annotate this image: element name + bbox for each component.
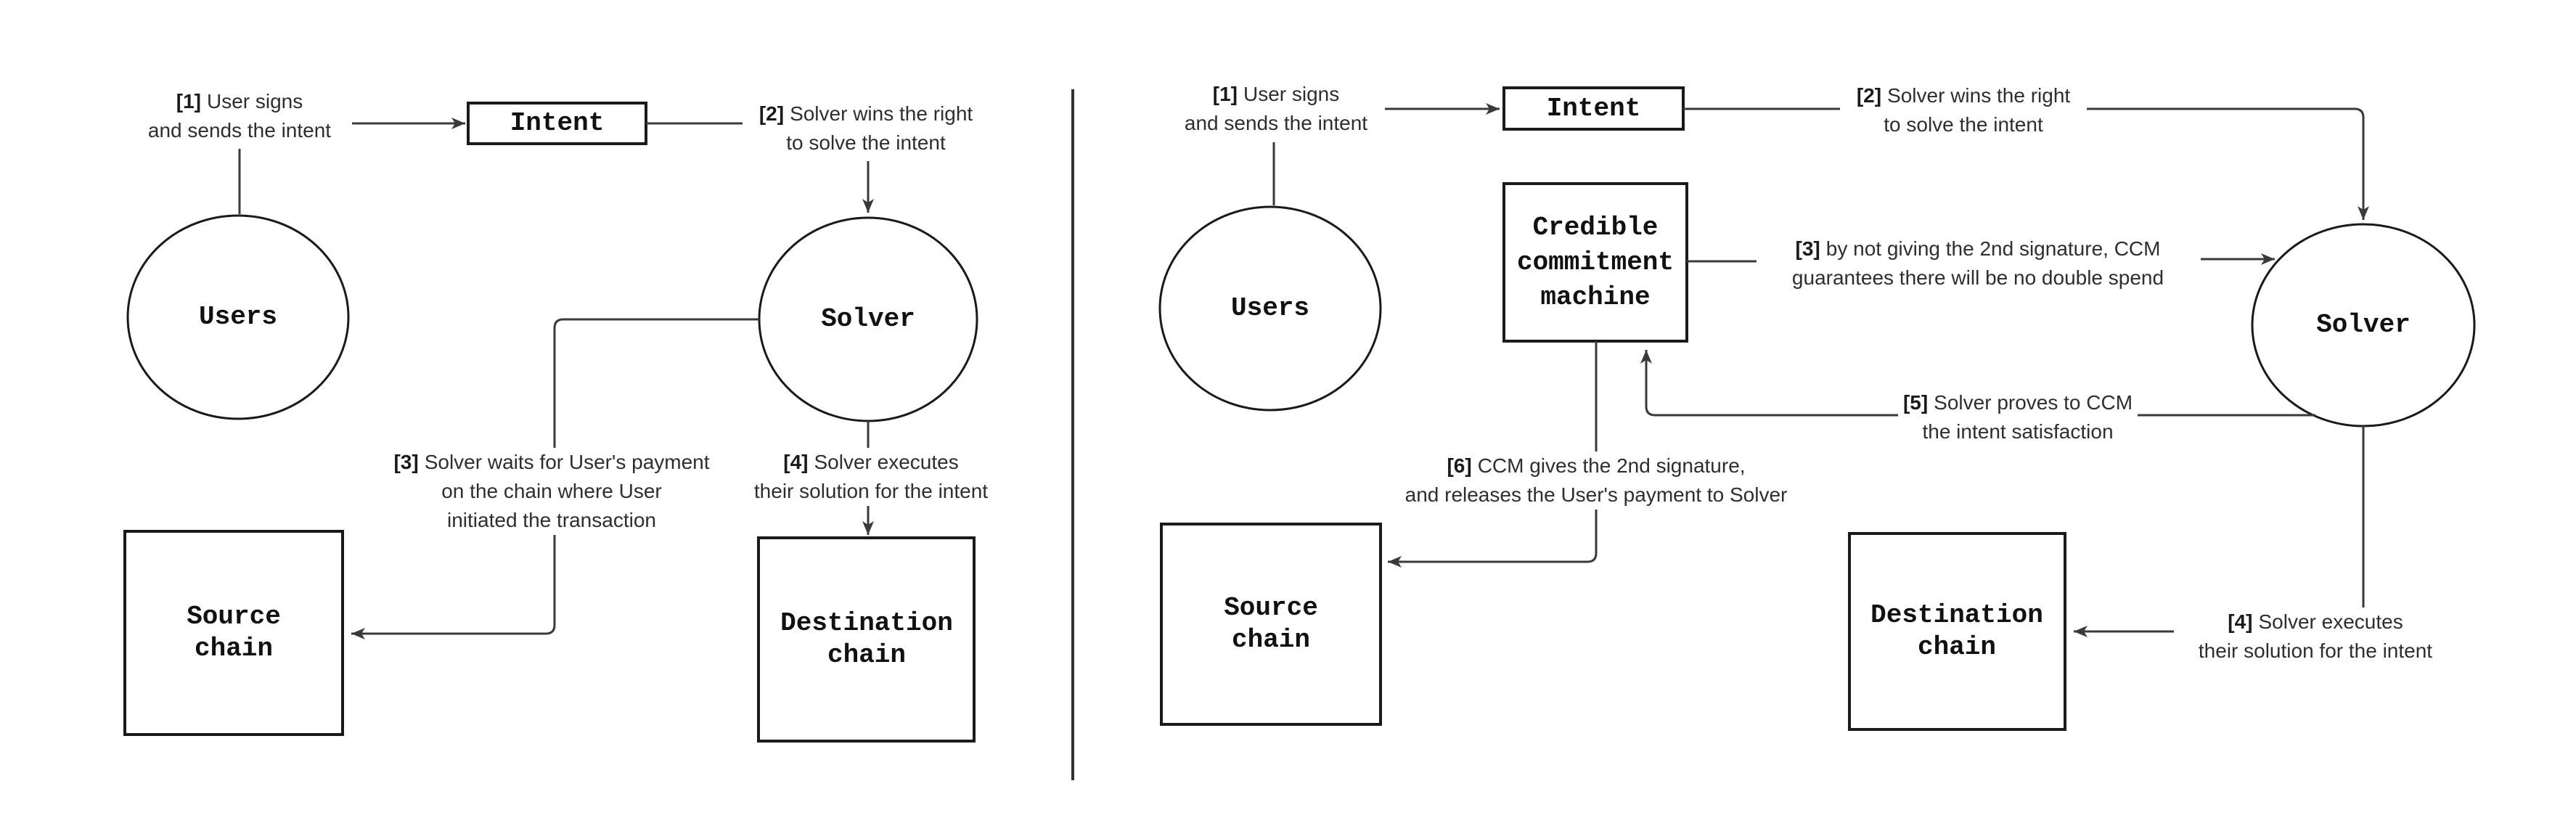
left-destination-chain-line1: Destination — [780, 608, 953, 638]
right-step3-line2: guarantees there will be no double spend — [1791, 266, 2164, 289]
right-step3-line1: [3]by not giving the 2nd signature, CCM — [1795, 237, 2161, 260]
left-source-chain-line2: chain — [194, 634, 274, 663]
left-step2-line1: [2]Solver wins the right — [759, 102, 973, 125]
left-intent-label: Intent — [510, 108, 605, 138]
right-ccm-line1: Credible — [1532, 213, 1659, 242]
left-users-label: Users — [198, 302, 278, 332]
left-source-chain-label: Source chain — [125, 601, 343, 665]
right-step5-label: [5]Solver proves to CCM the intent satis… — [1898, 388, 2138, 446]
left-step4-number: [4] — [783, 451, 809, 473]
right-users-circle — [1158, 205, 1382, 412]
right-destination-chain-box — [1848, 532, 2066, 731]
left-step1-line2: and sends the intent — [147, 119, 332, 142]
left-step2-line2: to solve the intent — [786, 131, 946, 154]
left-step3-line1: [3]Solver waits for User's payment — [393, 451, 710, 473]
right-destination-chain-line1: Destination — [1870, 600, 2043, 630]
right-destination-chain-line2: chain — [1917, 632, 1997, 662]
left-step2-label: [2]Solver wins the right to solve the in… — [743, 99, 989, 158]
right-step4-line2: their solution for the intent — [2198, 639, 2433, 662]
right-step2-label: [2]Solver wins the right to solve the in… — [1840, 81, 2087, 139]
left-solver-label: Solver — [821, 304, 915, 334]
right-step4-line1: [4]Solver executes — [2228, 610, 2403, 633]
right-ccm-line3: machine — [1540, 282, 1651, 312]
left-step2-number: [2] — [759, 102, 785, 125]
right-step6-label: [6]CCM gives the 2nd signature, and rele… — [1393, 451, 1799, 510]
left-step4-label: [4]Solver executes their solution for th… — [729, 448, 1013, 506]
right-step5-line1: [5]Solver proves to CCM — [1902, 391, 2133, 414]
right-step3-number: [3] — [1795, 237, 1820, 260]
right-step6-line1: [6]CCM gives the 2nd signature, — [1447, 454, 1746, 477]
right-arrow-solver-to-ccm-step5 — [1640, 350, 2315, 417]
left-intent-box — [467, 102, 647, 145]
right-arrow-ccm-to-source-chain-step6 — [1388, 341, 1598, 568]
left-users-circle — [126, 214, 350, 420]
right-step5-number: [5] — [1902, 391, 1929, 414]
right-solver-label: Solver — [2316, 310, 2411, 340]
left-destination-chain-box — [757, 536, 976, 743]
right-arrow-step2-to-solver — [2085, 107, 2369, 220]
right-source-chain-line1: Source — [1224, 593, 1318, 623]
left-step1-number: [1] — [176, 90, 201, 113]
right-step1-line2: and sends the intent — [1184, 112, 1368, 134]
right-step6-number: [6] — [1447, 454, 1472, 477]
right-ccm-box — [1502, 182, 1688, 343]
left-step4-line2: their solution for the intent — [753, 480, 989, 502]
left-step4-line1: [4]Solver executes — [783, 451, 959, 473]
right-source-chain-box — [1160, 523, 1382, 726]
right-step6-line2: and releases the User's payment to Solve… — [1404, 483, 1788, 506]
right-step1-line1: [1]User signs — [1212, 83, 1340, 105]
right-users-label: Users — [1230, 293, 1310, 323]
left-destination-chain-line2: chain — [827, 640, 907, 670]
right-intent-label: Intent — [1546, 93, 1641, 123]
right-step2-number: [2] — [1856, 84, 1882, 107]
right-step2-line1: [2]Solver wins the right — [1856, 84, 2071, 107]
left-destination-chain-label: Destination chain — [758, 608, 976, 671]
left-step1-line1: [1]User signs — [176, 90, 303, 113]
right-source-chain-line2: chain — [1231, 625, 1311, 655]
left-step1-label: [1]User signs and sends the intent — [131, 87, 348, 145]
right-step5-line2: the intent satisfaction — [1922, 420, 2114, 443]
left-step3-number: [3] — [393, 451, 419, 473]
right-step3-label: [3]by not giving the 2nd signature, CCM … — [1775, 234, 2181, 293]
right-destination-chain-label: Destination chain — [1848, 600, 2066, 663]
left-source-chain-line1: Source — [187, 602, 281, 631]
right-step1-number: [1] — [1212, 83, 1238, 105]
left-step3-label: [3]Solver waits for User's payment on th… — [377, 448, 726, 535]
right-step1-label: [1]User signs and sends the intent — [1167, 80, 1385, 138]
right-ccm-line2: commitment — [1516, 248, 1675, 277]
right-ccm-label: Credible commitment machine — [1504, 210, 1687, 315]
right-source-chain-label: Source chain — [1162, 592, 1380, 656]
right-step4-label: [4]Solver executes their solution for th… — [2174, 608, 2457, 666]
right-step4-number: [4] — [2228, 610, 2253, 633]
left-step3-line2: on the chain where User — [441, 480, 662, 502]
right-step2-line2: to solve the intent — [1884, 113, 2043, 136]
left-source-chain-box — [123, 530, 344, 736]
right-arrow-solver-to-destination-chain-step4 — [2074, 426, 2365, 637]
left-step3-line3: initiated the transaction — [447, 509, 656, 531]
